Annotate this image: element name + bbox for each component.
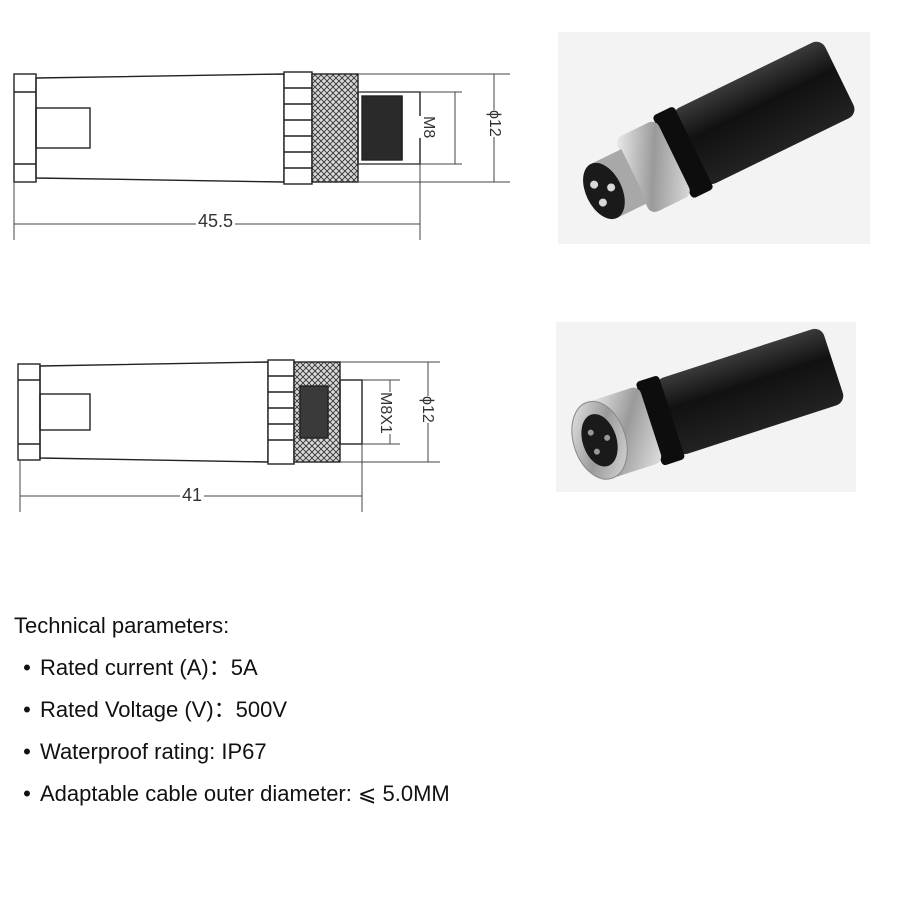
list-item: • Rated Voltage (V)：500V <box>14 696 894 738</box>
bullet-icon: • <box>23 697 31 722</box>
technical-parameters: Technical parameters: • Rated current (A)… <box>14 612 894 822</box>
list-item: • Waterproof rating: IP67 <box>14 738 894 780</box>
bullet-icon: • <box>23 655 31 680</box>
male-dimension-lines <box>13 73 510 240</box>
female-connector-outline <box>17 359 363 465</box>
list-item: • Rated current (A)：5A <box>14 654 894 696</box>
female-connector-photo <box>556 322 856 492</box>
parameters-heading: Technical parameters: <box>14 613 230 638</box>
parameter-cable-diameter: Adaptable cable outer diameter: ⩽ 5.0MM <box>40 781 450 806</box>
list-item: • Adaptable cable outer diameter: ⩽ 5.0MM <box>14 780 894 822</box>
male-length-label: 45.5 <box>196 211 236 232</box>
male-connector-photo <box>558 32 870 244</box>
bullet-icon: • <box>23 781 31 806</box>
parameter-rated-current: Rated current (A)：5A <box>40 655 258 680</box>
female-thread-label: M8X1 <box>376 392 394 434</box>
male-connector-outline <box>13 71 421 185</box>
parameters-list: • Rated current (A)：5A • Rated Voltage (V)… <box>14 654 894 822</box>
female-diameter-label: ϕ12 <box>418 396 436 423</box>
male-diameter-label: ϕ12 <box>485 110 503 137</box>
male-connector-drawing <box>13 71 510 240</box>
male-thread-label: M8 <box>419 116 437 139</box>
bullet-icon: • <box>23 739 31 764</box>
female-connector-drawing <box>17 359 440 512</box>
parameter-rated-voltage: Rated Voltage (V)：500V <box>40 697 288 722</box>
female-dimension-lines <box>19 361 440 512</box>
parameter-waterproof-rating: Waterproof rating: IP67 <box>40 739 267 764</box>
female-length-label: 41 <box>180 485 205 506</box>
